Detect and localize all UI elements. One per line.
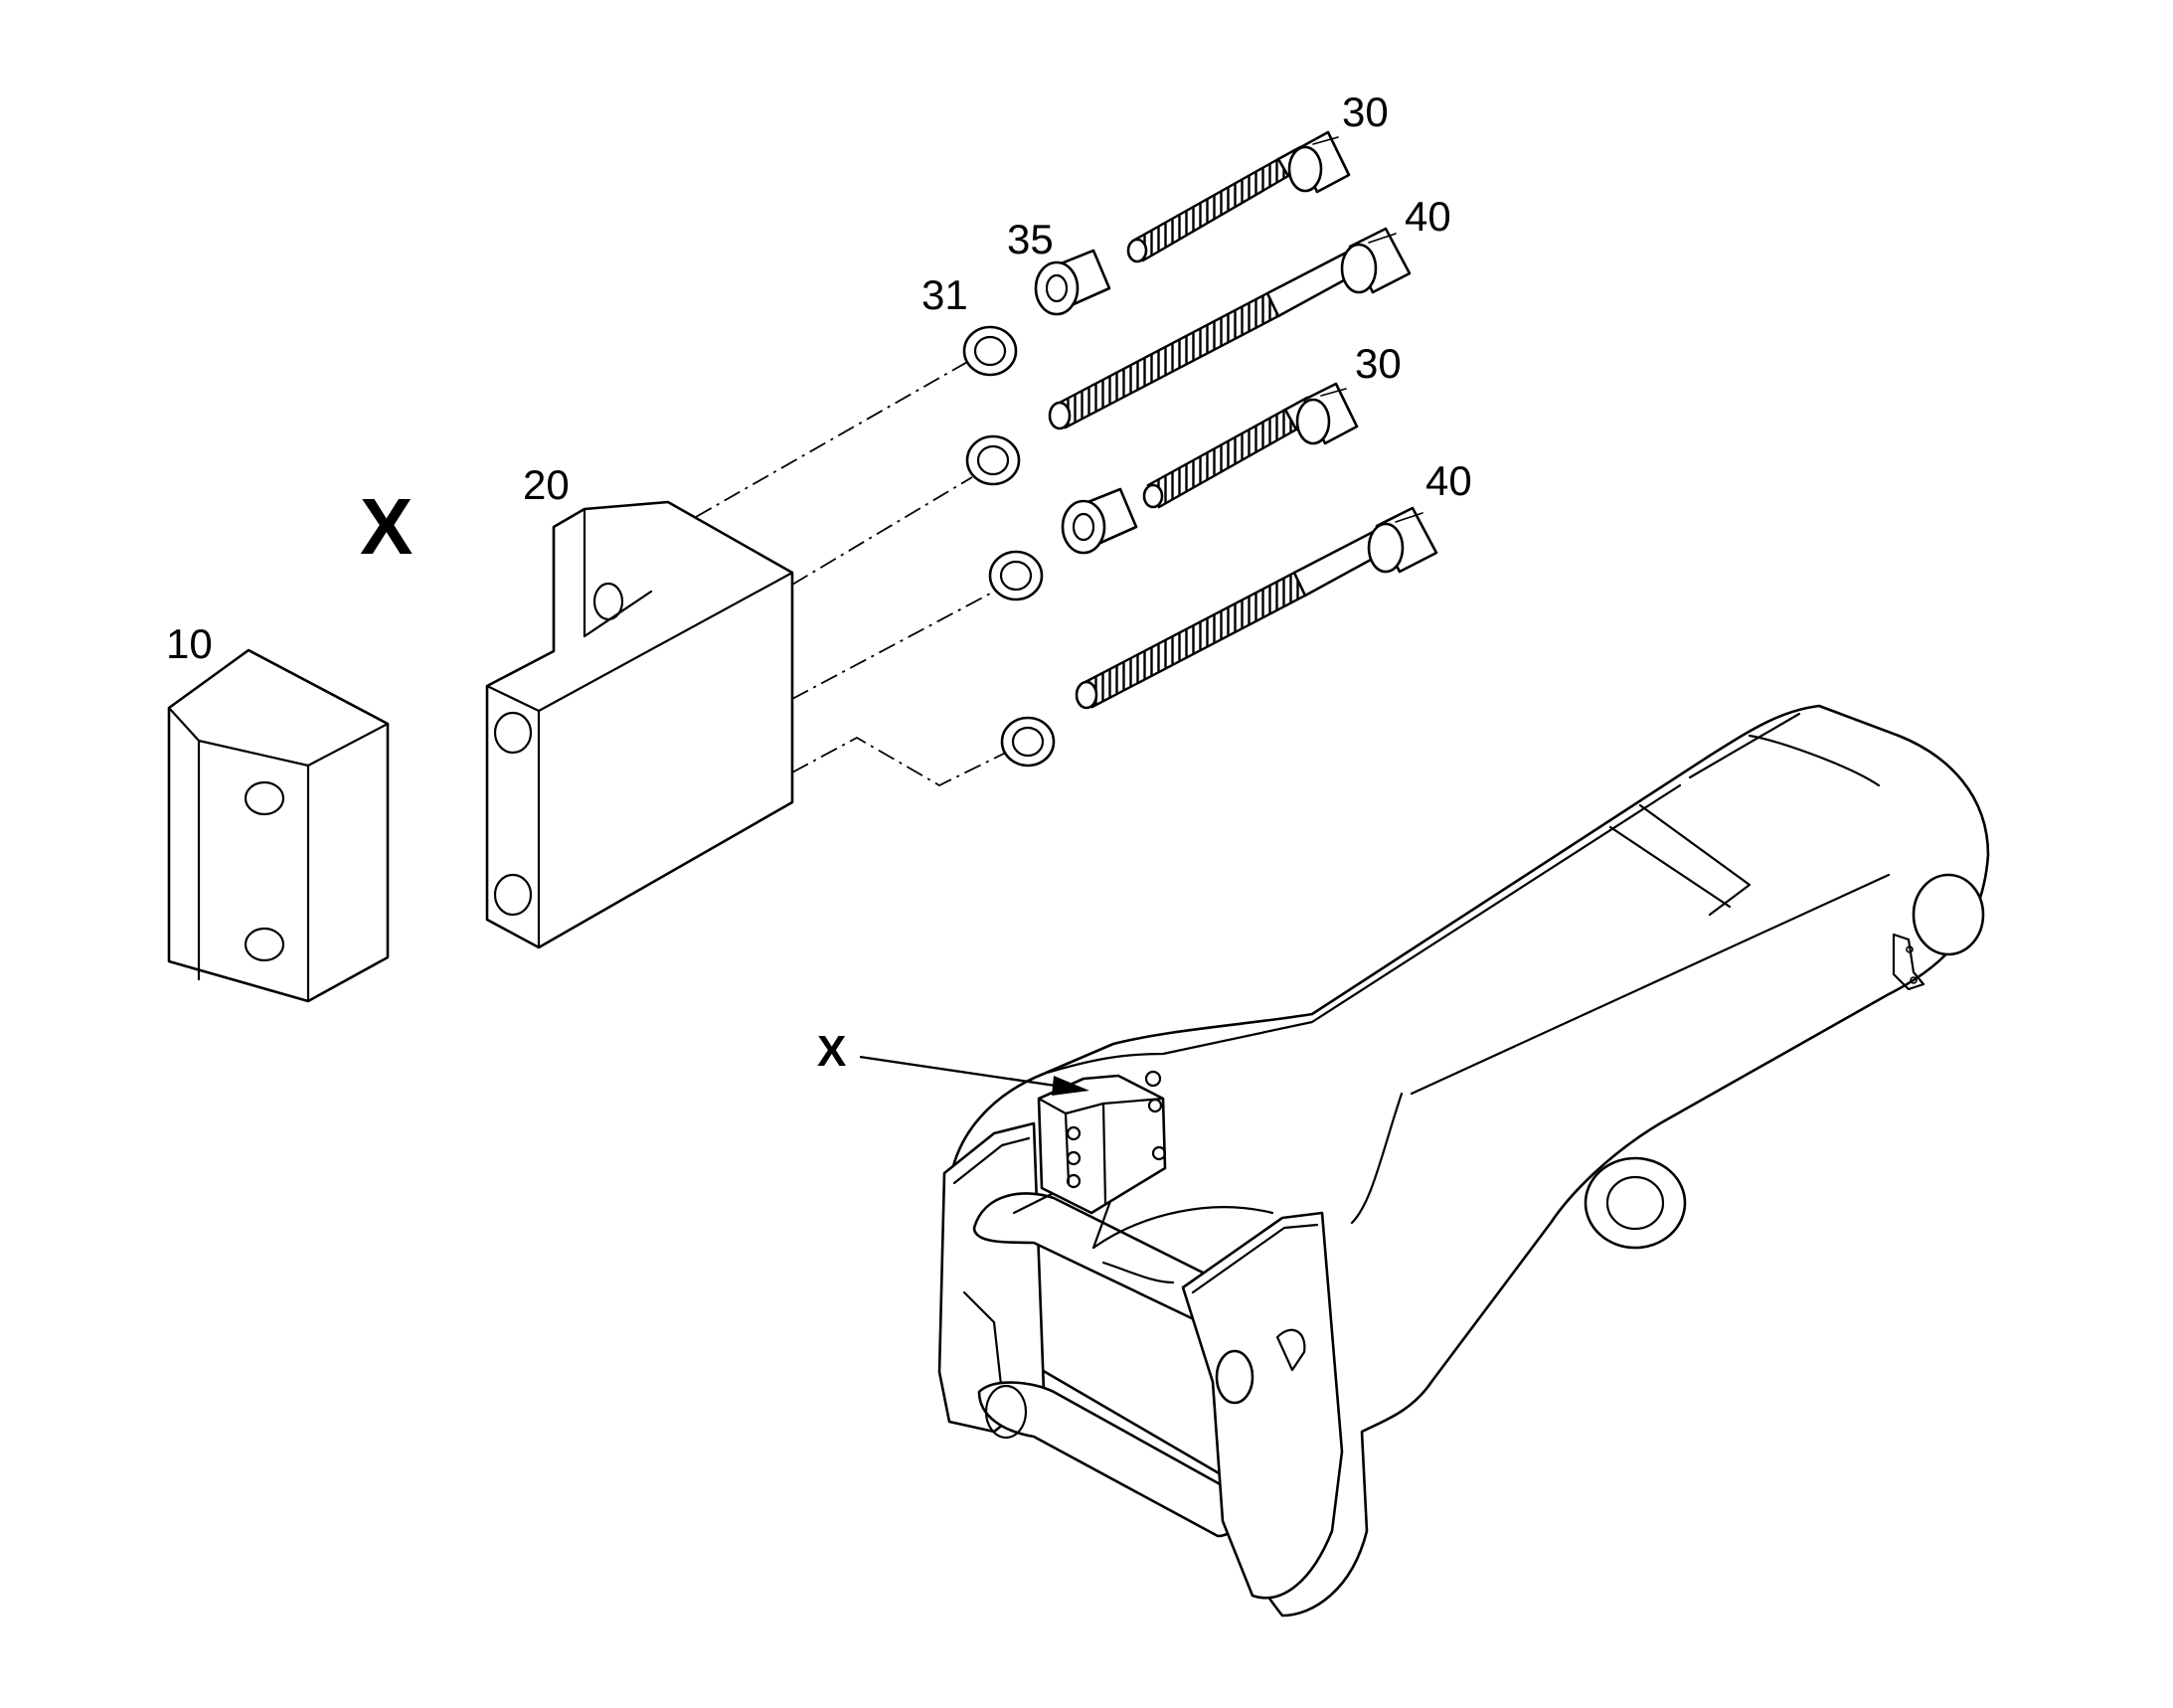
washer	[965, 434, 1021, 486]
spacer-sleeve	[1034, 249, 1111, 316]
assembly-x-label: X	[817, 1027, 846, 1076]
cap-screw-40-top	[1048, 227, 1412, 430]
assembly-lines	[695, 360, 1017, 787]
detail-x-pointer	[859, 1055, 1089, 1096]
mounted-bracket-detail-x	[1037, 1070, 1167, 1215]
callout-31: 31	[921, 271, 968, 318]
part-10-pad-block	[167, 648, 390, 1003]
bolt-hole	[493, 873, 533, 917]
spacer-sleeve	[1061, 487, 1138, 555]
washer	[962, 325, 1018, 377]
callout-10: 10	[166, 620, 213, 667]
callout-30-middle: 30	[1355, 340, 1402, 387]
cap-screw-30-middle	[1142, 382, 1359, 509]
bolt-hole	[244, 927, 285, 962]
cap-screw-30-top	[1126, 130, 1351, 263]
callout-20: 20	[523, 461, 570, 508]
detail-x-label: X	[360, 482, 413, 571]
washer	[988, 550, 1044, 601]
callout-40-bottom: 40	[1425, 457, 1472, 504]
washers-31	[962, 325, 1056, 768]
bolt-hole	[493, 711, 533, 755]
boom-arm-assembly	[937, 704, 1990, 1618]
part-20-bracket	[485, 500, 794, 949]
bolt-hole	[592, 582, 624, 621]
washer	[1000, 716, 1056, 768]
callout-40-top: 40	[1405, 193, 1451, 240]
callout-35: 35	[1007, 216, 1054, 262]
bolt-hole	[244, 780, 285, 816]
callout-30-top: 30	[1342, 88, 1389, 135]
cap-screw-40-bottom	[1075, 506, 1438, 710]
